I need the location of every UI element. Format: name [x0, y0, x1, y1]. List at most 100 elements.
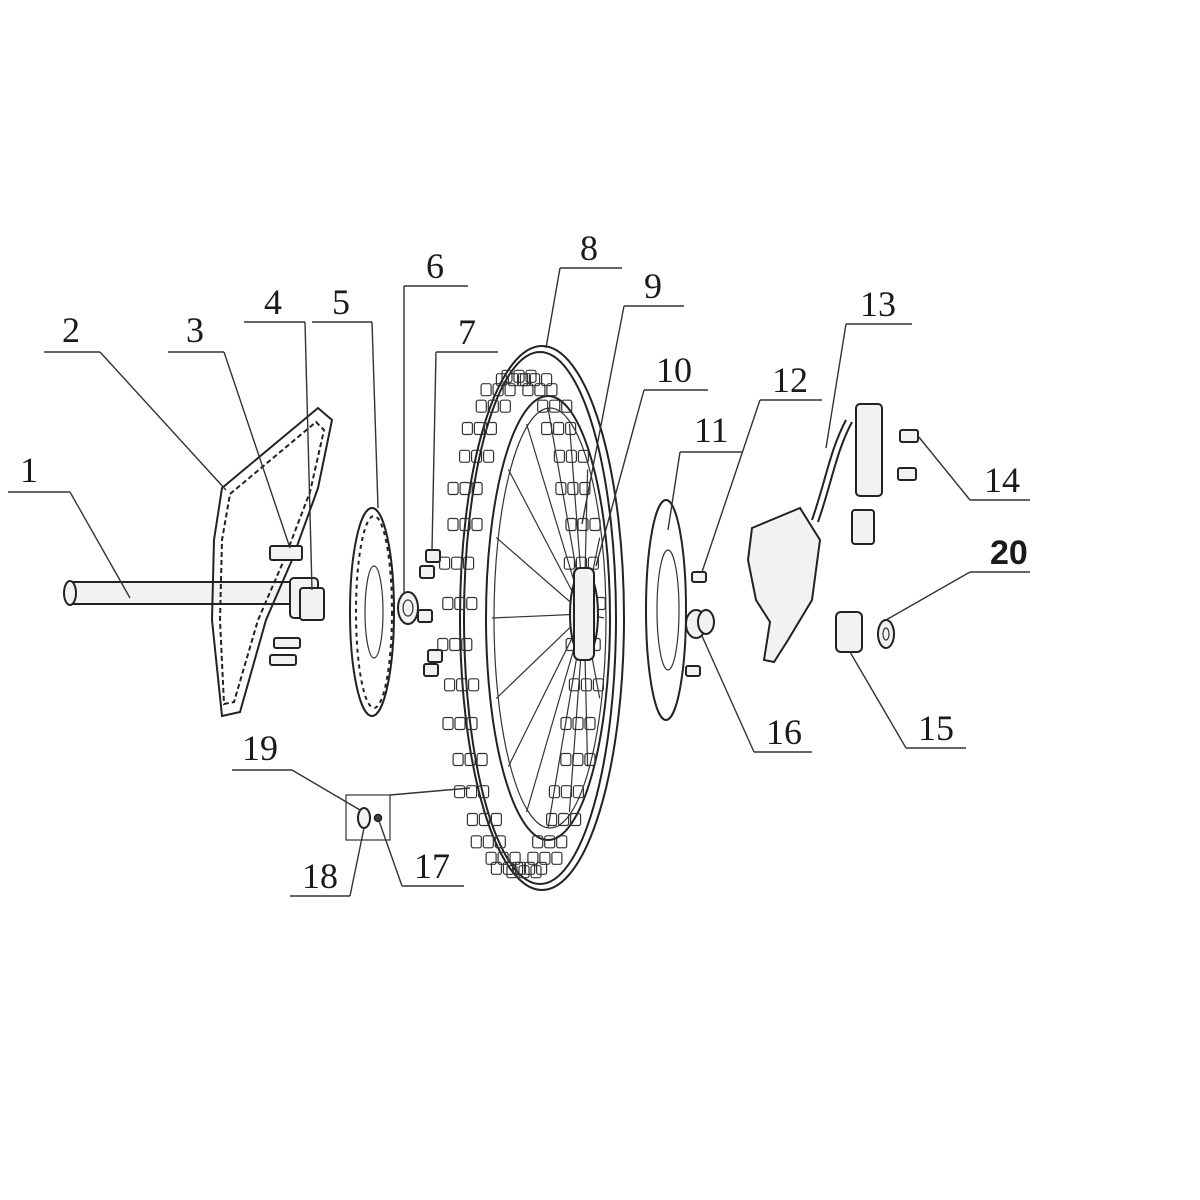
- tread-block: [451, 556, 463, 570]
- tread-block: [539, 851, 551, 865]
- tread-block: [478, 812, 490, 827]
- part-axle-spacer: [835, 611, 863, 653]
- tread-block: [459, 517, 471, 532]
- tread-block: [497, 851, 509, 865]
- part-bolts-left: [269, 637, 301, 666]
- tread-block: [466, 785, 478, 799]
- tread-block: [504, 383, 516, 397]
- tread-block: [544, 835, 556, 849]
- callout-4: 4: [264, 282, 282, 322]
- tread-block: [447, 517, 459, 532]
- tread-block: [551, 851, 563, 865]
- tread-block: [584, 716, 596, 731]
- tread-block: [522, 383, 534, 397]
- spoke: [495, 613, 585, 699]
- tread-block: [452, 752, 464, 767]
- part-nuts: [417, 549, 443, 677]
- callout-13: 13: [860, 284, 896, 324]
- tread-block: [506, 865, 518, 879]
- spoke: [495, 537, 585, 615]
- tread-block: [572, 752, 584, 767]
- part-wheel: [437, 345, 625, 891]
- tread-block: [518, 865, 530, 879]
- tread-block: [507, 373, 519, 387]
- tread-block: [548, 785, 561, 799]
- tread-block: [546, 383, 558, 397]
- callout-18: 18: [302, 856, 338, 896]
- tread-block: [466, 596, 478, 611]
- tread-block: [589, 517, 601, 532]
- callout-1: 1: [20, 450, 38, 490]
- tread-block: [534, 383, 546, 397]
- tread-block: [580, 678, 593, 692]
- tread-block: [530, 865, 542, 879]
- tread-block: [560, 785, 573, 799]
- tread-block: [540, 421, 553, 436]
- tread-block: [557, 812, 570, 827]
- tread-block: [487, 399, 499, 413]
- tread-block: [480, 383, 492, 397]
- tread-block: [442, 596, 454, 611]
- tread-block: [565, 517, 577, 532]
- tread-block: [499, 399, 511, 413]
- tread-block: [468, 678, 480, 692]
- tread-block: [471, 481, 483, 496]
- tread-block: [532, 835, 544, 849]
- part-axle: [63, 577, 319, 619]
- tread-block: [442, 716, 454, 731]
- tread-block: [577, 449, 590, 463]
- tread-block: [483, 449, 495, 463]
- tread-block: [461, 637, 473, 652]
- callout-9: 9: [644, 266, 662, 306]
- part-sprocket: [349, 507, 395, 717]
- part-axle-nut: [877, 619, 895, 649]
- tread-block: [560, 752, 572, 767]
- part-chain: [210, 406, 334, 718]
- tread-block: [464, 752, 476, 767]
- callout-14: 14: [984, 460, 1020, 500]
- part-spacer: [397, 591, 419, 625]
- tread-block: [584, 752, 596, 767]
- tread-block: [556, 835, 568, 849]
- spoke: [507, 613, 585, 767]
- callout-20: 20: [990, 534, 1028, 572]
- tread-block: [475, 399, 487, 413]
- tread-block: [490, 812, 502, 827]
- callout-15: 15: [918, 708, 954, 748]
- spoke: [491, 613, 585, 619]
- part-valve-detail: [345, 787, 471, 841]
- tread-block: [444, 678, 456, 692]
- tread-block: [478, 785, 490, 799]
- tread-block: [456, 678, 468, 692]
- tread-block: [527, 851, 539, 865]
- tread-block: [439, 556, 451, 570]
- tread-block: [482, 835, 494, 849]
- tread-block: [572, 716, 584, 731]
- callout-10: 10: [656, 350, 692, 390]
- tread-block: [459, 449, 471, 463]
- tread-block: [463, 556, 475, 570]
- tread-block: [485, 421, 497, 436]
- callout-7: 7: [458, 312, 476, 352]
- part-disc-bolts: [685, 571, 707, 677]
- callouts: 1 2 3 4 5 6 7 8 9 10: [8, 228, 1030, 897]
- tread-block: [471, 449, 483, 463]
- tread-block: [579, 481, 591, 496]
- tread-block: [553, 449, 566, 463]
- tread-block: [471, 517, 483, 532]
- tread-block: [568, 678, 581, 692]
- tread-block: [519, 373, 532, 387]
- tread-block: [561, 399, 573, 413]
- tread-block: [449, 637, 461, 652]
- callout-5: 5: [332, 282, 350, 322]
- tread-block: [552, 421, 565, 436]
- callout-8: 8: [580, 228, 598, 268]
- tread-block: [545, 812, 558, 827]
- callout-6: 6: [426, 246, 444, 286]
- part-spacer-right: [685, 609, 715, 639]
- tread-block: [447, 481, 459, 496]
- tread-block: [494, 835, 506, 849]
- tread-block: [454, 716, 466, 731]
- callout-3: 3: [186, 310, 204, 350]
- callout-2: 2: [62, 310, 80, 350]
